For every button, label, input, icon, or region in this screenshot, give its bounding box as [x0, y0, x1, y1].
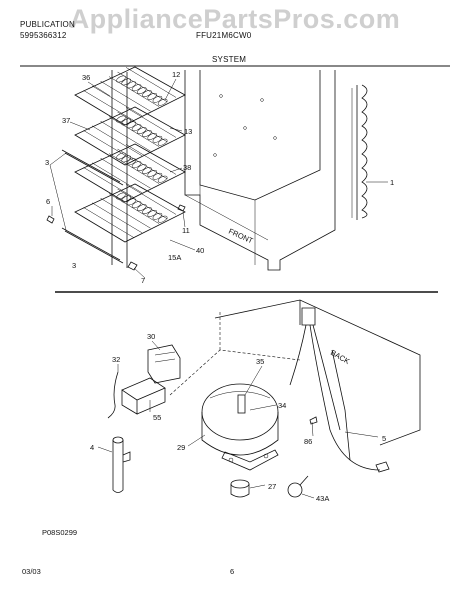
upper-callout-3: 3	[72, 261, 76, 270]
shelf-clip-icon	[46, 215, 55, 224]
upper-callout-13: 13	[184, 127, 192, 136]
wire-shelf	[74, 143, 186, 203]
front-label: FRONT	[227, 227, 255, 246]
condenser-coil	[351, 84, 368, 220]
page-number: 6	[230, 567, 234, 576]
lower-callout-43a: 43A	[316, 494, 329, 503]
wire-shelf	[74, 106, 186, 166]
wiring-harness	[289, 307, 390, 473]
model-number: FFU21M6CW0	[196, 31, 252, 40]
watermark-text: AppliancePartsPros.com	[69, 4, 401, 34]
upper-callout-6: 6	[46, 197, 50, 206]
upper-callout-1: 1	[390, 178, 394, 187]
power-cord	[107, 371, 119, 419]
upper-leader-lines	[49, 78, 388, 279]
publication-label: PUBLICATION	[20, 20, 75, 29]
grommet	[230, 479, 250, 498]
shelf-rail-lower	[61, 227, 121, 261]
compressor	[201, 383, 279, 471]
upper-callouts: 36 12 37 13 38 3 1 6 11 40 3 15A 7	[45, 70, 394, 285]
upper-callout-3: 3	[45, 158, 49, 167]
footer-date: 03/03	[22, 567, 41, 576]
cabinet-outline	[184, 70, 336, 271]
shelf-stop-icon	[127, 261, 138, 271]
lower-callout-35: 35	[256, 357, 264, 366]
upper-callout-12: 12	[172, 70, 180, 79]
wire-shelf	[74, 66, 186, 126]
wire-shelves	[74, 66, 186, 268]
relay-overload	[121, 377, 166, 415]
lower-callout-29: 29	[177, 443, 185, 452]
lower-callout-86: 86	[304, 437, 312, 446]
lower-callout-4: 4	[90, 443, 94, 452]
lower-callouts: 30 32 35 34 55 29 4 27 43A 86 5	[90, 332, 386, 503]
publication-number: 5995366312	[20, 31, 67, 40]
upper-callout-11: 11	[182, 226, 190, 235]
lower-callout-32: 32	[112, 355, 120, 364]
screw-icon	[177, 204, 186, 212]
wire-shelf	[74, 183, 186, 243]
upper-callout-7: 7	[141, 276, 145, 285]
upper-callout-15a: 15A	[168, 253, 181, 262]
shelf-rail-upper	[61, 149, 121, 183]
clip	[287, 475, 309, 498]
cabinet-back-outline	[169, 299, 421, 446]
process-tube	[237, 394, 246, 414]
lower-callout-27: 27	[268, 482, 276, 491]
lower-callout-55: 55	[153, 413, 161, 422]
lower-callout-34: 34	[278, 401, 286, 410]
lower-leader-lines	[97, 340, 379, 499]
drain-tube	[112, 436, 131, 493]
upper-callout-37: 37	[62, 116, 70, 125]
illustration-code: P08S0299	[42, 528, 77, 537]
upper-callout-36: 36	[82, 73, 90, 82]
terminal-cover	[147, 344, 181, 384]
upper-callout-40: 40	[196, 246, 204, 255]
lower-callout-30: 30	[147, 332, 155, 341]
section-title: SYSTEM	[212, 55, 247, 64]
lower-callout-5: 5	[382, 434, 386, 443]
upper-callout-38: 38	[183, 163, 191, 172]
